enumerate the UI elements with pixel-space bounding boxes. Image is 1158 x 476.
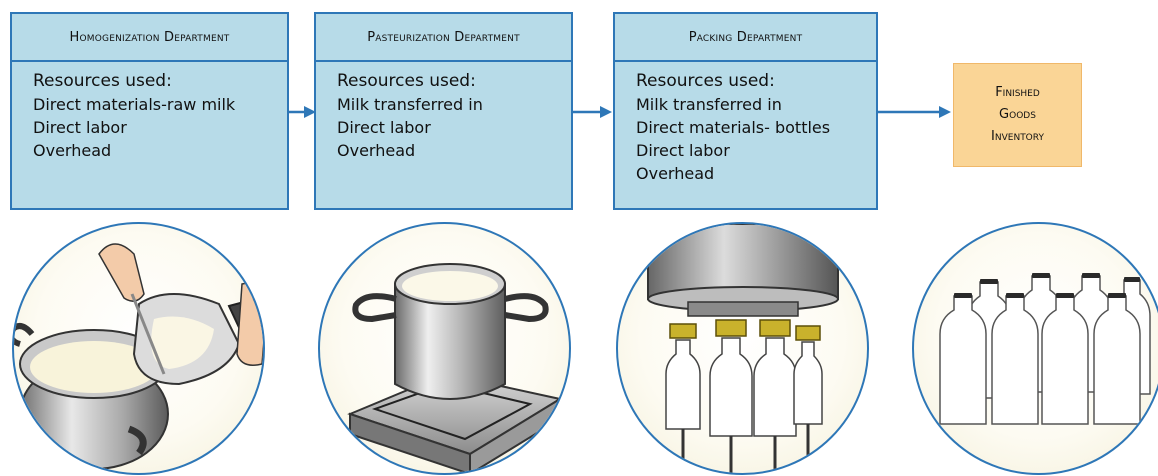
pasteurization-department-box: Pasteurization Department Resources used… (314, 12, 573, 210)
resource-item: Direct labor (33, 118, 127, 137)
flow-arrow-icon (572, 106, 612, 118)
resource-item: Milk transferred in (337, 95, 483, 114)
bottling-machine-icon (647, 224, 839, 473)
flow-arrow-icon (288, 106, 316, 118)
milk-bottles-icon (939, 273, 1151, 425)
flow-arrow-icon (877, 106, 951, 118)
department-title: Packing Department (615, 14, 876, 62)
finished-goods-line: Goods (999, 107, 1036, 122)
finished-goods-line: Inventory (991, 129, 1044, 144)
resource-item: Direct materials-raw milk (33, 95, 236, 114)
pouring-milk-icon (14, 243, 263, 470)
resources-label: Resources used: (33, 71, 172, 91)
resources-label: Resources used: (636, 71, 775, 91)
packing-illustration (616, 222, 869, 475)
resource-item: Overhead (337, 141, 416, 160)
resource-item: Overhead (33, 141, 112, 160)
finished-goods-illustration (912, 222, 1158, 475)
homogenization-department-box: Homogenization Department Resources used… (10, 12, 289, 210)
finished-goods-inventory-box: Finished Goods Inventory (953, 63, 1082, 167)
department-title: Homogenization Department (12, 14, 287, 62)
resource-item: Milk transferred in (636, 95, 782, 114)
resource-item: Direct labor (636, 141, 730, 160)
pot-on-stove-icon (347, 263, 563, 473)
department-title: Pasteurization Department (316, 14, 571, 62)
homogenization-illustration (12, 222, 265, 475)
resources-label: Resources used: (337, 71, 476, 91)
packing-department-box: Packing Department Resources used: Milk … (613, 12, 878, 210)
resource-item: Direct materials- bottles (636, 118, 831, 137)
resource-item: Overhead (636, 164, 715, 183)
resource-item: Direct labor (337, 118, 431, 137)
finished-goods-line: Finished (995, 85, 1040, 100)
pasteurization-illustration (318, 222, 571, 475)
